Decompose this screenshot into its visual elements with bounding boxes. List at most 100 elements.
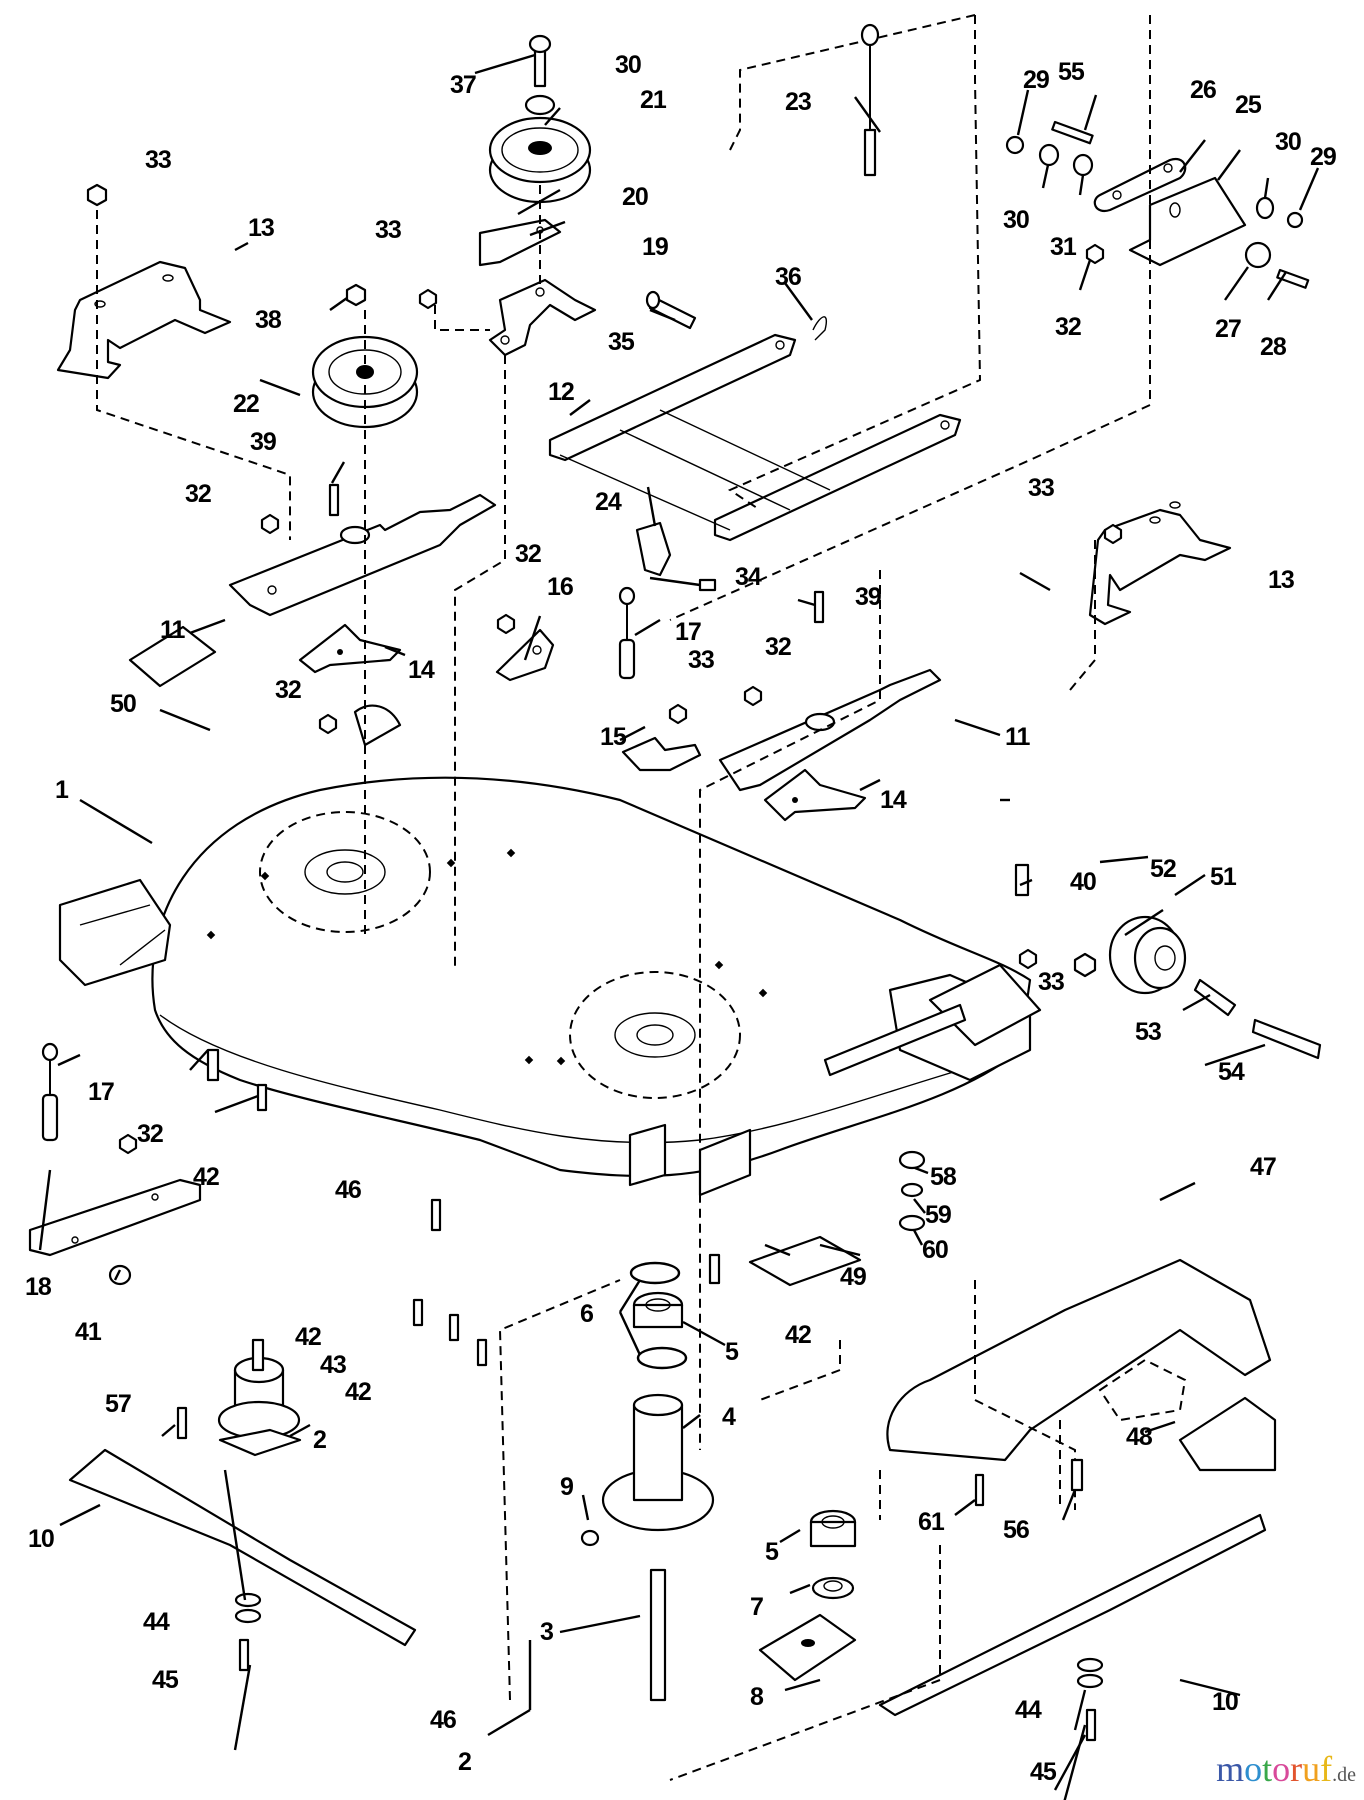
nut-33a [86, 183, 108, 207]
callout-28: 28 [1260, 333, 1287, 361]
belt-guide-left [298, 623, 402, 674]
callout-26: 26 [1190, 76, 1216, 104]
callout-42-a: 42 [193, 1163, 219, 1191]
callout-38: 38 [255, 306, 282, 334]
callout-labels: 1 2 2 3 4 5 5 6 7 8 9 10 10 11 11 12 13 … [25, 51, 1337, 1786]
screw-42-c [412, 1298, 424, 1327]
callout-9: 9 [560, 1473, 573, 1501]
callout-55: 55 [1058, 58, 1085, 86]
bolt-55 [1051, 120, 1094, 145]
callout-4: 4 [722, 1403, 736, 1431]
callout-17-center: 17 [675, 618, 701, 646]
watermark-letter: t [1262, 1749, 1273, 1789]
callout-32-right: 32 [765, 633, 791, 661]
discharge-chute [886, 1258, 1272, 1462]
callout-11-left: 11 [160, 616, 186, 644]
idler-bolt [528, 34, 552, 88]
nut-32-deck [318, 713, 338, 735]
roller-spacer [1193, 978, 1237, 1017]
callout-27: 27 [1215, 315, 1241, 343]
callout-8: 8 [750, 1683, 764, 1711]
spacer [811, 1576, 855, 1600]
washer-44-l1 [234, 1592, 262, 1608]
hardware [41, 23, 1310, 1742]
callout-12: 12 [548, 378, 574, 406]
screw-46 [430, 1198, 442, 1232]
callout-42-c: 42 [345, 1378, 371, 1406]
nut-52 [1073, 952, 1097, 978]
callout-32-hitch: 32 [1055, 313, 1081, 341]
wing-nut-58 [898, 1150, 926, 1170]
callout-2-left: 2 [313, 1426, 326, 1454]
callout-57: 57 [105, 1390, 131, 1418]
callout-60: 60 [922, 1236, 948, 1264]
idler-bracket [488, 278, 597, 357]
callout-59: 59 [925, 1201, 951, 1229]
bolt-39-left [328, 483, 340, 517]
callout-41: 41 [75, 1318, 102, 1346]
nut-32-left [260, 513, 280, 535]
spindle-shaft [649, 1568, 667, 1702]
spindle-assembly-left [217, 1338, 302, 1457]
callout-35: 35 [608, 328, 635, 356]
screw-43 [448, 1313, 460, 1342]
nut-32-right [743, 685, 763, 707]
washer-44-r1 [1076, 1657, 1104, 1673]
screw-42-b [256, 1083, 268, 1112]
callout-56: 56 [1003, 1516, 1029, 1544]
callout-25: 25 [1235, 91, 1262, 119]
callout-33-center: 33 [688, 646, 714, 674]
callout-32-left: 32 [185, 480, 211, 508]
nut-33-center [668, 703, 688, 725]
spindle-pulley [311, 335, 419, 429]
watermark-letter: o [1244, 1749, 1263, 1789]
nut-33-roller [1018, 948, 1038, 970]
callout-58: 58 [930, 1163, 957, 1191]
washer-31 [1072, 153, 1094, 177]
callout-36: 36 [775, 263, 801, 291]
nut-32-front [118, 1133, 138, 1155]
callout-1: 1 [55, 776, 69, 804]
callout-21: 21 [640, 86, 667, 114]
pin-40 [1014, 863, 1030, 897]
callout-39-left: 39 [250, 428, 276, 456]
hairpin-clip [812, 316, 827, 341]
callout-2-group: 2 [458, 1748, 471, 1776]
watermark-letter: r [1290, 1749, 1303, 1789]
callout-44-left: 44 [143, 1608, 170, 1636]
callout-48: 48 [1126, 1423, 1153, 1451]
callout-50: 50 [110, 690, 136, 718]
callout-14-right: 14 [880, 786, 907, 814]
washer-44-r2 [1076, 1673, 1104, 1689]
watermark-suffix: .de [1332, 1764, 1356, 1786]
callout-5-upper: 5 [725, 1338, 739, 1366]
watermark-letter: u [1302, 1749, 1321, 1789]
callout-47: 47 [1250, 1153, 1276, 1181]
nut-29-a [1005, 135, 1025, 155]
blade-right [878, 1513, 1267, 1717]
callout-46-screw: 46 [335, 1176, 361, 1204]
washer-59 [900, 1182, 924, 1198]
callout-42-d: 42 [785, 1321, 811, 1349]
screw-56 [1070, 1458, 1084, 1492]
pivot-bracket [495, 628, 555, 682]
screw-42-d [476, 1338, 488, 1367]
leader-lines [38, 53, 1320, 1800]
retaining-ring-lower [636, 1346, 688, 1370]
callout-11-right: 11 [1005, 723, 1031, 751]
callout-15: 15 [600, 723, 627, 751]
callout-30-idler: 30 [615, 51, 641, 79]
callout-13-left: 13 [248, 214, 274, 242]
callout-22: 22 [233, 390, 259, 418]
callout-16: 16 [547, 573, 573, 601]
callout-51: 51 [1210, 863, 1237, 891]
screw-42-a [206, 1048, 220, 1082]
motoruf-watermark: motoruf.de [1216, 1748, 1356, 1790]
idler-washer [524, 94, 556, 116]
washer-60 [898, 1214, 926, 1232]
callout-30-right: 30 [1275, 128, 1301, 156]
watermark-letter: m [1216, 1749, 1245, 1789]
callout-29-right: 29 [1310, 143, 1336, 171]
nut-29-b [1286, 211, 1304, 229]
nut-32-mid [496, 613, 516, 635]
